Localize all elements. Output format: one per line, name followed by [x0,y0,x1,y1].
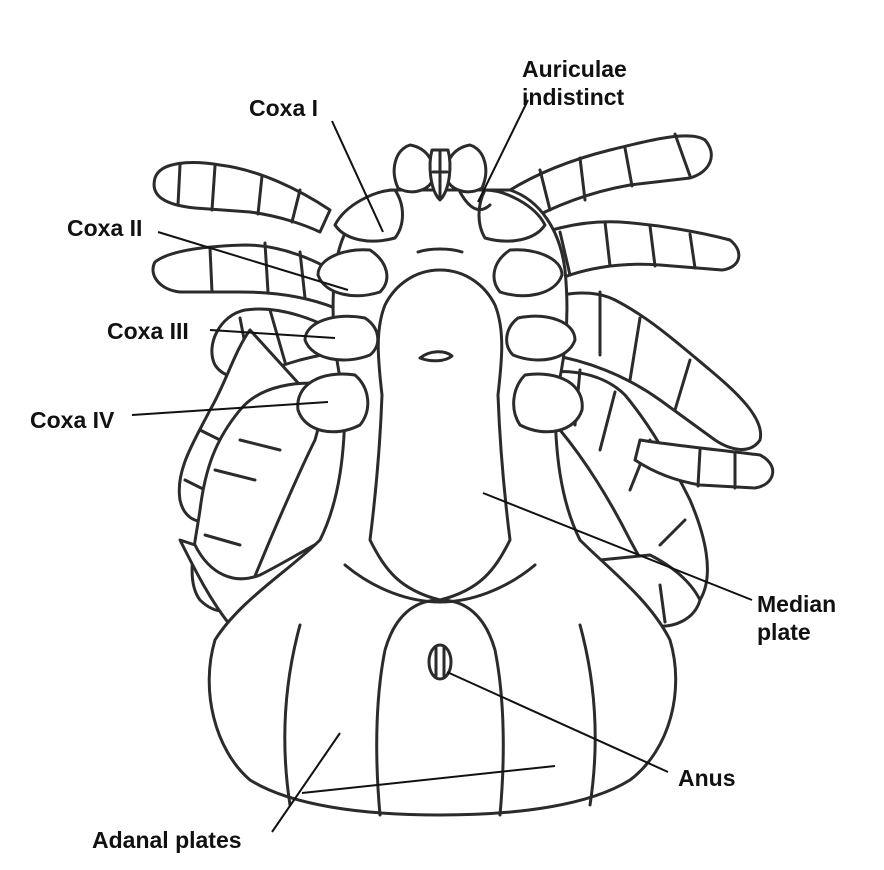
coxa-2-right [492,248,564,298]
leader-coxa-1 [331,120,384,233]
leader-lines [131,99,753,833]
leader-adanal-right [301,765,556,794]
coxa-3-right [505,314,577,362]
leader-adanal-left [271,732,341,833]
label-coxa-1: Coxa I [249,95,319,121]
capitulum [392,143,492,212]
label-auriculae-indistinct: Auriculae indistinct [522,56,627,111]
left-leg-2 [151,241,347,310]
leader-auriculae [477,99,529,203]
label-adanal-plates: Adanal plates [92,827,242,853]
adanal-plate-left [283,623,302,807]
label-coxa-2: Coxa II [67,215,143,241]
label-anus: Anus [678,765,736,791]
coxa-4-left [296,372,370,434]
left-leg-1 [152,161,332,234]
leader-coxa-3 [209,329,336,339]
label-median-plate: Median plate [757,591,837,646]
coxa-2-left [316,248,389,298]
label-coxa-3: Coxa III [107,318,189,344]
coxa-3-left [303,314,380,362]
leader-coxa-2 [157,231,349,291]
coxa-1-right [477,188,547,243]
leader-median-plate [482,492,753,601]
genital-pore [418,350,454,363]
leader-coxa-4 [131,401,329,416]
coxa-4-right [512,372,584,434]
coxa-1-left [333,188,404,243]
genital-line [416,247,464,254]
anal-plate [375,598,505,817]
posterior-arc [343,563,537,604]
right-leg-1 [493,132,713,227]
label-coxa-4: Coxa IV [30,407,115,433]
anus [427,643,453,681]
adanal-plate-right [578,623,597,807]
leader-anus [446,671,669,773]
